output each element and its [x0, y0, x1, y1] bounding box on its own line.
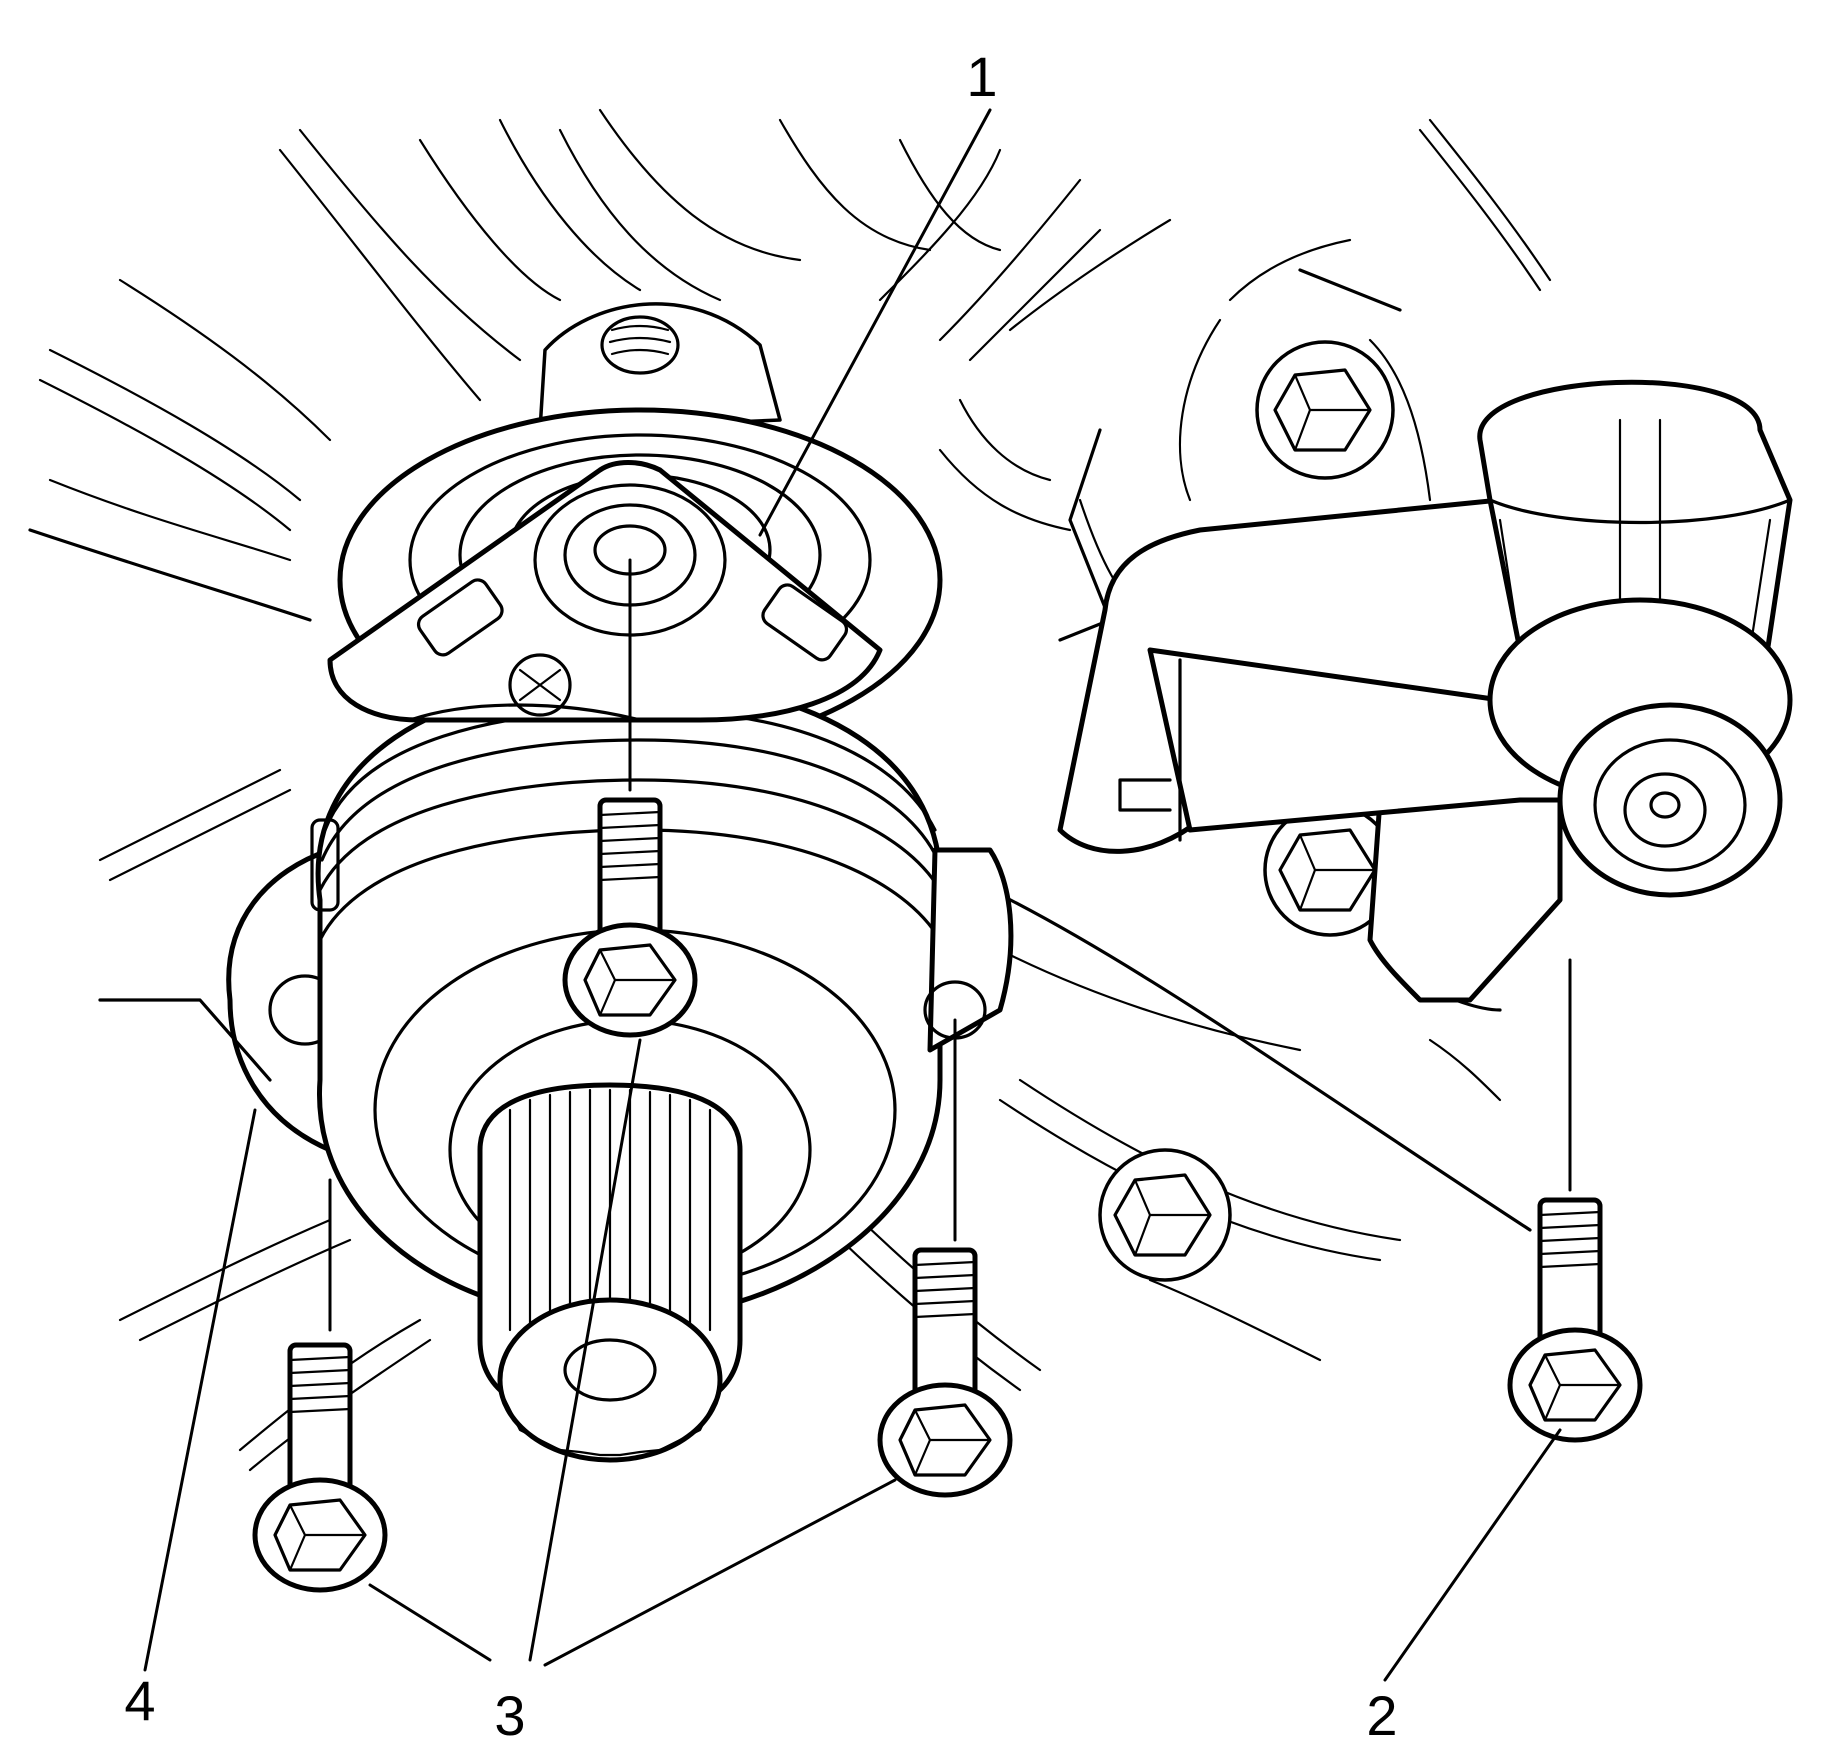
callout-3: 3	[494, 1684, 525, 1747]
background-bolt-upper-right	[1255, 340, 1395, 480]
top-threaded-boss	[538, 302, 782, 432]
right-flange-boss	[923, 847, 1014, 1053]
leader-3b	[528, 1038, 642, 1662]
splined-shaft	[477, 1082, 743, 1463]
background-bolt-lower-center	[1098, 1148, 1232, 1282]
bolt-tensioner	[1507, 958, 1643, 1443]
callout-2: 2	[1366, 1684, 1397, 1747]
bolt-lower-center	[877, 1018, 1013, 1498]
leader-3a	[368, 1583, 492, 1662]
leader-4	[143, 1108, 257, 1672]
leader-2	[1383, 1428, 1562, 1682]
callout-1: 1	[966, 45, 997, 108]
leader-3c	[543, 1478, 897, 1667]
leader-1	[758, 108, 992, 537]
idler-pulley	[1477, 379, 1793, 898]
callout-4: 4	[124, 1669, 155, 1732]
pulley-slot	[310, 818, 340, 912]
callout-leaders	[143, 108, 1562, 1682]
bolt-lower-left	[252, 1178, 388, 1593]
bolt-center-upper	[562, 558, 698, 1038]
